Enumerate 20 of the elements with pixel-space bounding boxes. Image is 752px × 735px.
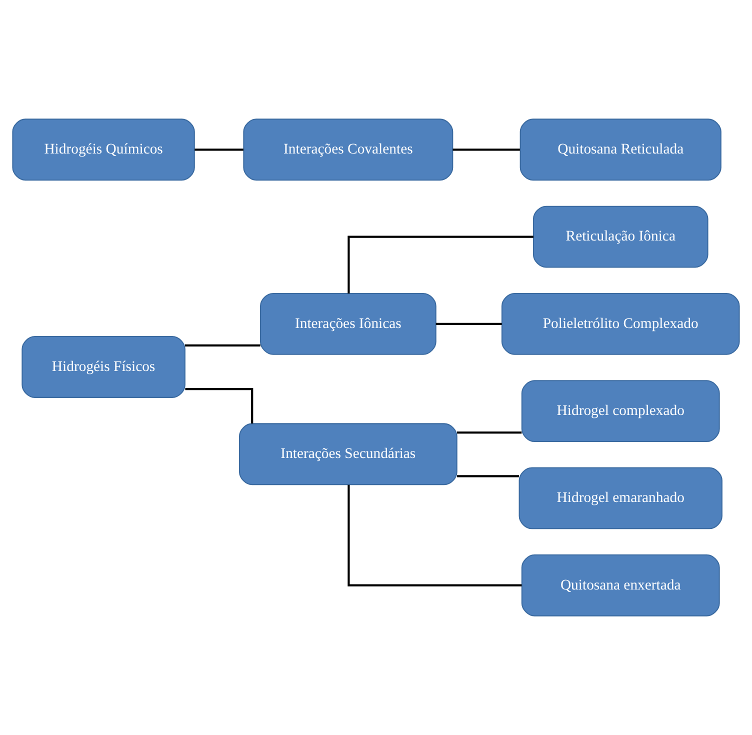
connector (348, 484, 522, 586)
node-box: Hidrogéis Físicos (22, 336, 186, 398)
connector (185, 344, 260, 346)
node-box: Interações Secundárias (238, 423, 458, 486)
node-box: Polieletrólito Complexado (501, 292, 740, 355)
connector (185, 388, 254, 424)
node-box: Interações Iônicas (260, 292, 436, 355)
connector (457, 432, 522, 434)
node-box: Quitosana Reticulada (520, 118, 722, 181)
connector (457, 475, 520, 478)
node-box: Hidrogéis Químicos (12, 118, 195, 181)
connector (436, 322, 502, 325)
connector (452, 148, 520, 151)
connector (348, 236, 534, 294)
connector (194, 148, 244, 151)
node-box: Reticulação Iônica (532, 206, 708, 268)
node-box: Quitosana enxertada (521, 554, 720, 616)
node-box: Hidrogel emaranhado (518, 467, 722, 530)
node-box: Interações Covalentes (243, 118, 454, 181)
node-box: Hidrogel complexado (521, 380, 720, 442)
